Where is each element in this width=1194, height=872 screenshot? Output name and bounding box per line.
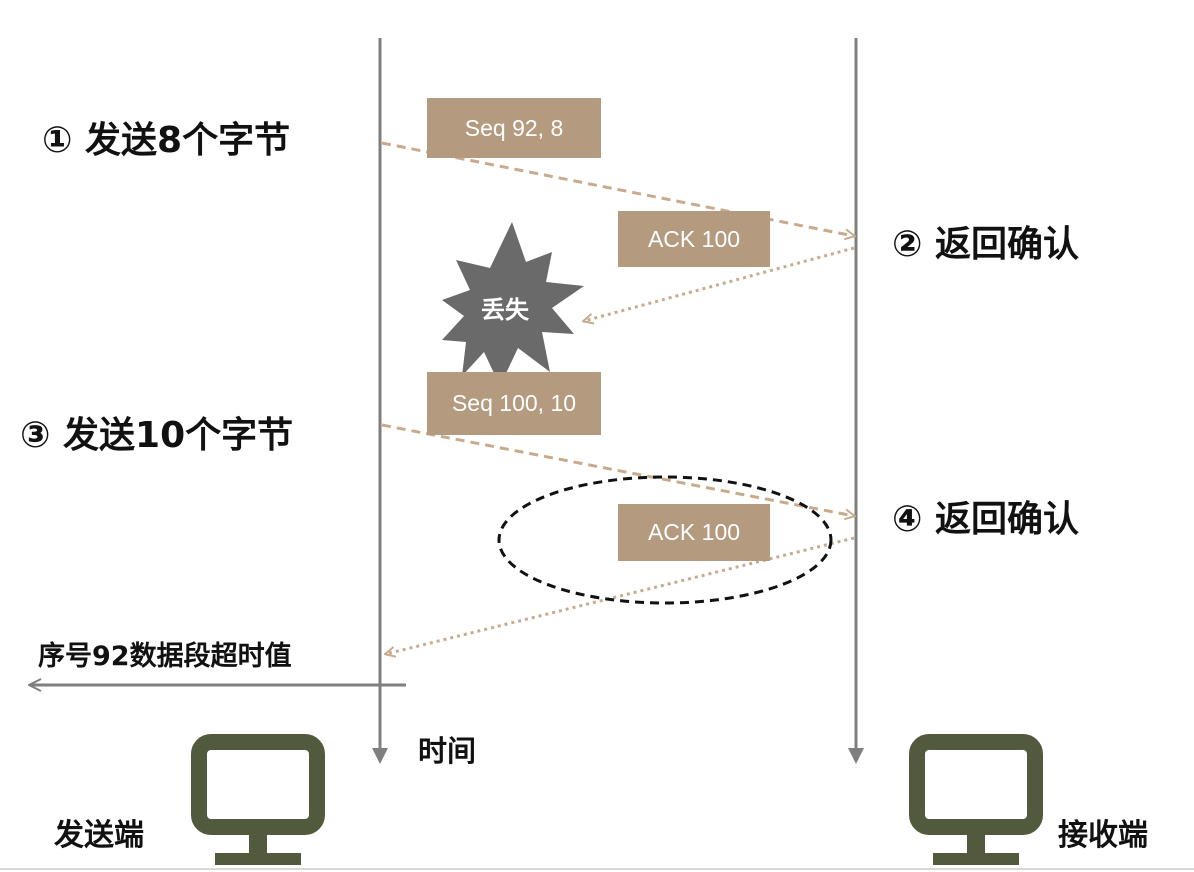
- time-label: 时间: [418, 734, 477, 768]
- seq2-arrow: [381, 423, 854, 516]
- sender-timeline-arrowhead: [372, 748, 388, 764]
- ack2-arrow: [386, 536, 855, 654]
- seq1-segment: Seq 92, 8: [427, 98, 601, 158]
- step2-label: ② 返回确认: [892, 224, 1080, 265]
- lost-label: 丢失: [481, 296, 529, 324]
- ack2-highlight-ellipse: [497, 475, 833, 605]
- ack1-arrow: [584, 246, 855, 321]
- computer-icon: [909, 734, 1043, 865]
- seq2-segment: Seq 100, 10: [427, 372, 601, 435]
- ack2-segment: ACK 100: [618, 504, 770, 561]
- seq1-arrow: [381, 141, 854, 236]
- timeout-label: 序号92数据段超时值: [38, 641, 292, 672]
- computer-icon: [191, 734, 325, 865]
- step3-label: ③ 发送10个字节: [20, 415, 294, 456]
- receiver-timeline-arrowhead: [848, 748, 864, 764]
- step4-label: ④ 返回确认: [892, 499, 1080, 540]
- explosion-icon: [442, 222, 584, 386]
- sender-label: 发送端: [54, 818, 144, 853]
- receiver-label: 接收端: [1058, 818, 1148, 853]
- ack1-segment: ACK 100: [618, 211, 770, 267]
- step1-label: ① 发送8个字节: [42, 120, 291, 161]
